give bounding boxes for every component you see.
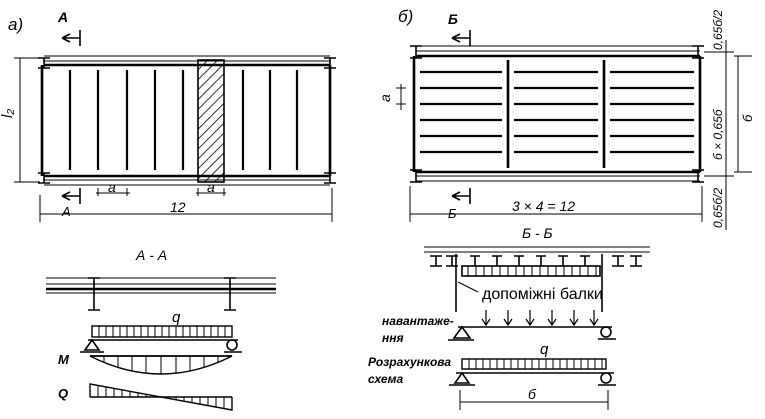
panel-a-plan: а) А [0, 9, 336, 222]
aux-beam-strip [461, 265, 601, 277]
dim-length-b [409, 186, 703, 222]
a-label-bottom: a [108, 179, 116, 195]
shear-label: Q [58, 386, 68, 401]
section-arrow-b-bottom [451, 188, 471, 204]
section-mark-a-bottom: А [61, 204, 71, 219]
secondary-beams-b [420, 70, 694, 154]
a-label-hatched: a [207, 179, 215, 195]
section-bb-title: Б - Б [522, 225, 553, 241]
hatched-design-strip [197, 59, 225, 183]
loading-label-1: навантаже- [382, 314, 454, 328]
moment-diagram [89, 355, 233, 375]
load-q-label-aa: q [172, 309, 181, 326]
l2-label: l₂ [0, 109, 16, 118]
calc-span-dim [459, 390, 609, 410]
top-main-girder [38, 55, 336, 69]
calc-load-hatch [468, 359, 603, 369]
moment-label: M [58, 352, 70, 367]
load-hatch-aa [98, 326, 226, 337]
roller-support-loading [600, 326, 612, 338]
pin-support-loading [448, 325, 474, 341]
calc-scheme-label-2: схема [368, 372, 403, 386]
calc-pin-support [449, 371, 475, 386]
right-dim-total: б [740, 114, 755, 122]
loading-label-2: ння [382, 331, 404, 345]
calc-roller-support [600, 372, 612, 384]
dim-a-hatched [196, 188, 226, 196]
panel-b-tag: б) [398, 7, 413, 26]
deck-beams-bb [430, 255, 642, 267]
section-arrow-a-bottom [61, 188, 81, 204]
calc-scheme-label-1: Розрахункова [368, 355, 451, 369]
secondary-beams-a [68, 70, 299, 170]
length-12-label: 12 [170, 199, 186, 215]
pin-support-aa [80, 338, 104, 353]
right-dim-top: 0,65б/2 [711, 10, 725, 50]
a-label-b: a [377, 94, 393, 102]
column-right-aa [224, 277, 236, 311]
panel-a-tag: а) [8, 15, 23, 34]
section-arrow-b-top [451, 30, 471, 46]
shear-hatch [97, 386, 225, 409]
right-dim-bottom: 0,65б/2 [711, 188, 725, 228]
section-arrow-a-top [61, 30, 81, 46]
dim-length-12 [39, 188, 333, 222]
dim-a-bottom [96, 188, 130, 196]
calc-uniform-load [461, 358, 607, 370]
aux-beams-label: допоміжні балки [482, 286, 603, 303]
length-b-label: 3 × 4 = 12 [512, 198, 575, 214]
section-bb: Б - Б [368, 225, 650, 410]
section-mark-b-top: Б [448, 11, 458, 27]
right-dim-mid: б × 0,65б [711, 108, 725, 160]
column-left-aa [88, 277, 100, 311]
dim-a-b [396, 84, 406, 110]
shear-diagram [89, 383, 233, 411]
calc-span-label: б [528, 386, 537, 402]
section-aa: А - А q M [46, 247, 276, 411]
section-aa-title: А - А [135, 247, 167, 263]
roller-support-aa [226, 339, 238, 351]
moment-hatch [103, 356, 219, 374]
calc-q-label: q [540, 341, 549, 358]
section-mark-a-top: А [57, 9, 68, 25]
right-dim-chain: 0,65б/2 б × 0,65б б 0,65б/2 [704, 10, 755, 230]
point-loads [481, 310, 599, 327]
aux-beams-leader [457, 281, 479, 293]
panel-b-plan: б) Б a Б 3 [377, 7, 755, 230]
bottom-main-girder [38, 172, 336, 186]
aux-beam-hatch [467, 266, 597, 276]
columns-bb [455, 254, 603, 312]
dimension-l2: l₂ [0, 57, 40, 183]
